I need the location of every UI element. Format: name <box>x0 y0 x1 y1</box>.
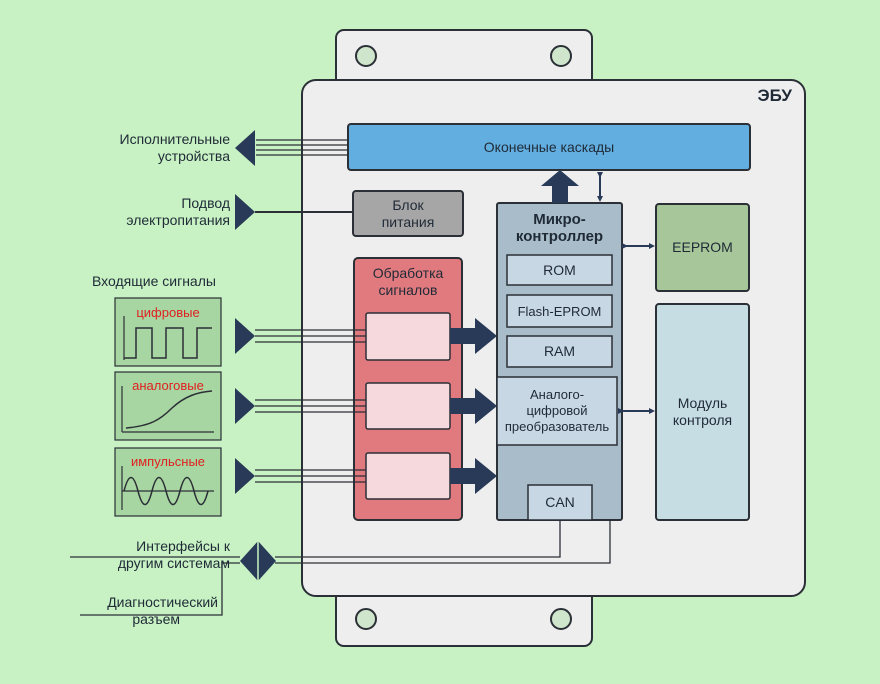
power-label-line1: Подвод <box>181 195 230 211</box>
monitoring-module-block <box>655 303 750 521</box>
flash-eprom-cell <box>506 294 613 328</box>
adc-label-line3: преобразователь <box>504 419 610 434</box>
adc-cell <box>496 376 618 446</box>
processing-to-mcu-arrow-icon <box>450 458 497 494</box>
digital-waveform-icon <box>124 327 212 359</box>
analog-signal-label: аналоговые <box>132 378 204 393</box>
eeprom-block <box>655 203 750 292</box>
adc-label-line2: цифровой <box>526 403 588 418</box>
interface-lines <box>70 520 611 616</box>
can-label: CAN <box>545 494 575 510</box>
ecu-title: ЭБУ <box>757 86 792 105</box>
mcu-to-output-arrow-icon <box>541 170 579 203</box>
actuator-connector-icon <box>235 130 255 166</box>
analog-signal-panel <box>114 371 222 441</box>
can-cell <box>527 484 593 521</box>
power-supply-label: Блок питания <box>353 191 463 236</box>
monitoring-module-label-line1: Модуль <box>677 395 728 411</box>
digital-signal-panel <box>114 297 222 367</box>
power-supply-block <box>352 190 464 237</box>
actuators-label-line1: Исполнительные <box>119 131 230 147</box>
mounting-hole-icon <box>355 608 377 630</box>
monitoring-module-label: Модуль контроля <box>656 304 749 520</box>
mounting-hole-icon <box>355 45 377 67</box>
interfaces-label: Интерфейсы к другим системам <box>20 538 230 572</box>
signal-processing-label-line2: сигналов <box>378 282 438 298</box>
signal-processing-cell <box>365 452 451 500</box>
input-lines <box>255 329 366 483</box>
microcontroller-title-line1: Микро- <box>533 211 586 228</box>
actuators-label: Исполнительные устройства <box>20 131 230 165</box>
analog-input-connector-icon <box>235 388 255 424</box>
monitoring-module-label-line2: контроля <box>672 412 733 428</box>
digital-signal-label: цифровые <box>136 305 200 320</box>
actuator-lines <box>256 139 348 156</box>
power-label: Подвод электропитания <box>20 195 230 229</box>
analog-waveform-icon <box>125 390 213 429</box>
actuators-label-line2: устройства <box>157 148 230 164</box>
signal-processing-label-line1: Обработка <box>372 265 444 281</box>
signal-processing-label: Обработка сигналов <box>354 262 462 302</box>
signal-processing-cell <box>365 382 451 430</box>
eeprom-label: EEPROM <box>672 239 733 255</box>
power-supply-label-line1: Блок <box>392 196 424 213</box>
interfaces-label-line1: Интерфейсы к <box>136 538 230 554</box>
diagnostic-label-line2: разъем <box>132 611 180 627</box>
ram-label: RAM <box>543 343 576 359</box>
mounting-hole-icon <box>550 45 572 67</box>
microcontroller-title-line2: контроллер <box>515 228 604 245</box>
output-stage-block <box>347 123 751 171</box>
signal-processing-cell <box>365 312 451 361</box>
microcontroller-title: Микро- контроллер <box>497 206 622 250</box>
pulse-signal-panel <box>114 447 222 517</box>
diagnostic-label-line1: Диагностический <box>107 594 218 610</box>
processing-to-mcu-arrow-icon <box>450 388 497 424</box>
input-signals-label: Входящие сигналы <box>92 273 216 289</box>
rom-cell <box>506 254 613 286</box>
interfaces-label-line2: другим системам <box>117 555 230 571</box>
mounting-hole-icon <box>550 608 572 630</box>
pulse-input-connector-icon <box>235 458 255 494</box>
digital-input-connector-icon <box>235 318 255 354</box>
adc-label: Аналого- цифровой преобразователь <box>497 377 617 445</box>
ram-cell <box>506 335 613 368</box>
power-connector-icon <box>235 194 255 230</box>
processing-to-mcu-arrow-icon <box>450 318 497 354</box>
diagnostic-label: Диагностический разъем <box>0 594 218 628</box>
pulse-waveform-icon <box>123 476 209 506</box>
adc-label-line1: Аналого- <box>529 387 585 402</box>
output-stage-label: Оконечные каскады <box>483 138 615 155</box>
pulse-signal-label: импульсные <box>130 454 206 469</box>
power-supply-label-line2: питания <box>381 213 435 230</box>
power-label-line2: электропитания <box>126 212 230 228</box>
flash-eprom-label: Flash-EPROM <box>517 303 602 319</box>
rom-label: ROM <box>543 261 576 278</box>
